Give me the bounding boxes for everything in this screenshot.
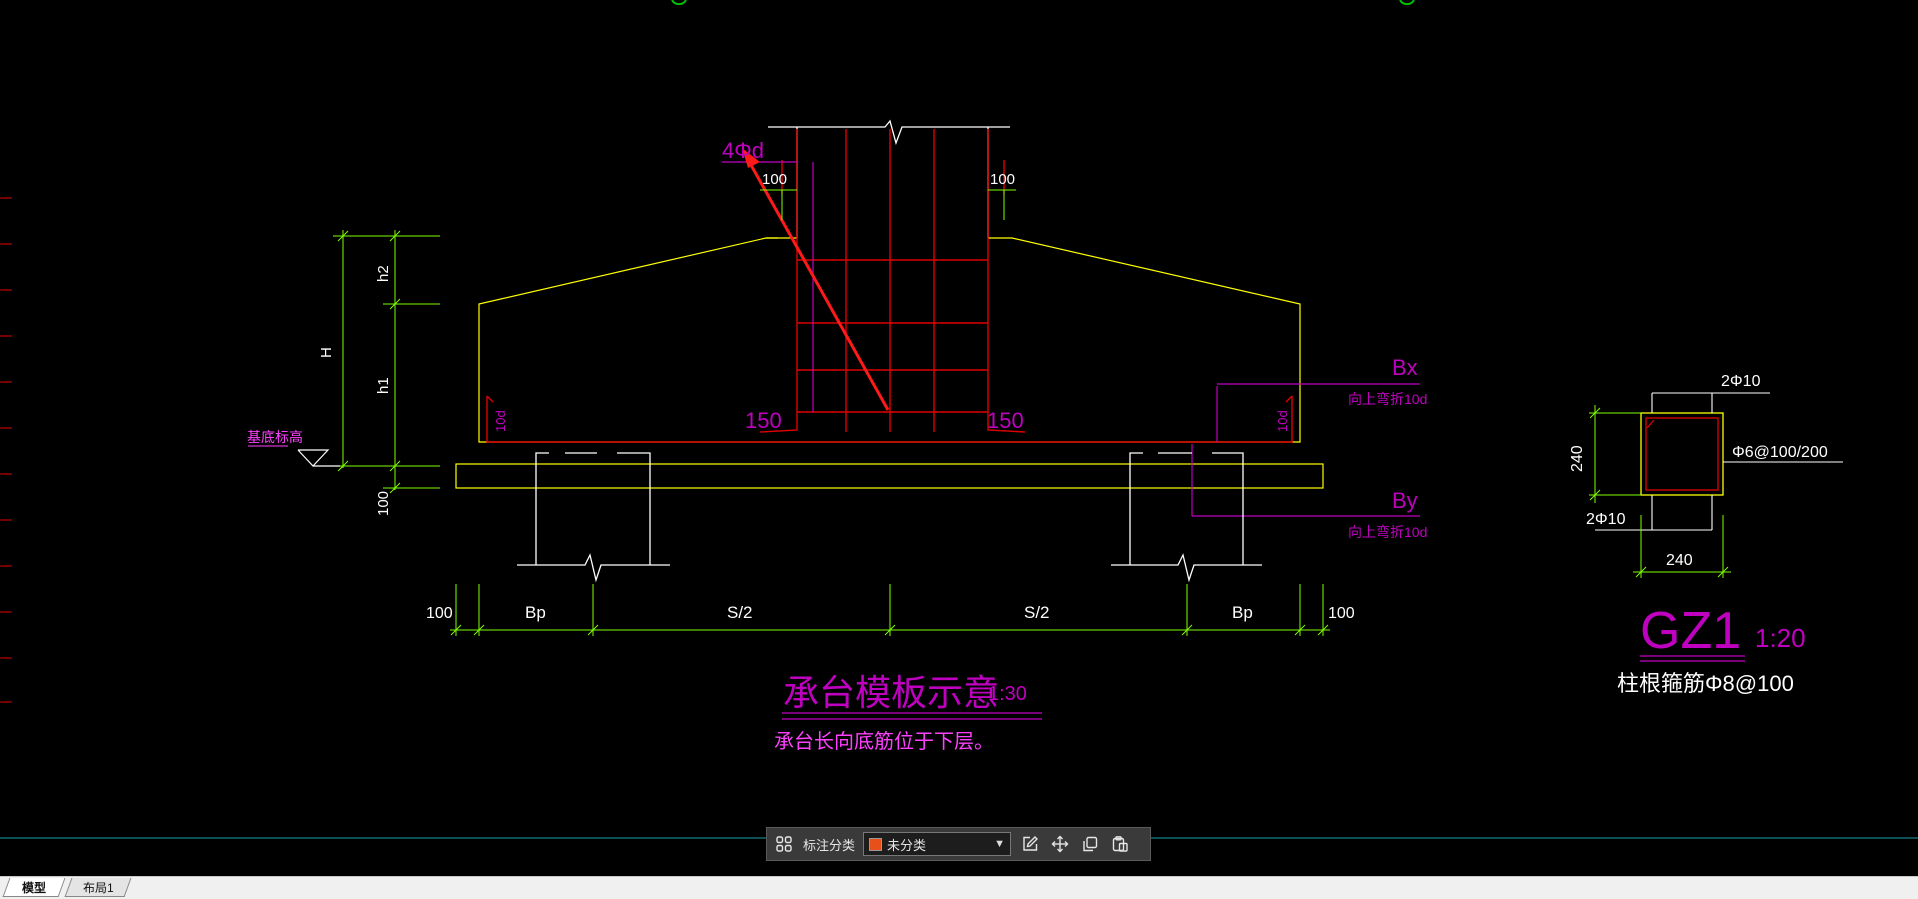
dim-bottom-5: 100 [1328,605,1355,622]
dim-10d-right: 10d [1275,410,1290,432]
dim-bottom-0: 100 [426,605,453,622]
category-label: 标注分类 [803,837,856,853]
cap-bottom-rebar [486,396,1293,443]
label-by-note: 向上弯折10d [1348,524,1427,540]
dim-150-right: 150 [987,408,1024,433]
cushion-layer [455,463,1324,489]
category-color-swatch [869,837,883,851]
category-select[interactable]: 未分类 ▼ [863,832,1012,856]
dim-100-right: 100 [990,171,1015,188]
detail-dim-width: 240 [1666,552,1693,569]
label-bx: Bx [1392,355,1418,380]
edit-icon[interactable] [1019,833,1041,855]
column-break-line [768,119,1010,146]
piles [517,452,1262,583]
detail-dim-height: 240 [1569,445,1586,472]
tab-model-label: 模型 [22,880,47,895]
red-arrow-annotation [744,155,890,411]
annotation-toolbar: 标注分类 未分类 ▼ [766,827,1151,861]
dim-100-left: 100 [762,171,787,188]
detail-stirrup: Φ6@100/200 [1732,444,1828,461]
grid-icon[interactable] [773,833,795,855]
column-rebar [759,129,1026,433]
dim-bottom-3: S/2 [1024,603,1050,622]
tab-layout1-label: 布局1 [82,880,114,895]
elevation-marker [248,445,340,467]
bottom-dims [450,584,1330,636]
dim-h1: h1 [375,377,392,394]
dim-bottom-100: 100 [375,491,392,516]
top-mark-right [1399,0,1415,6]
layout-tab-bar: 模型 布局1 [0,876,1918,899]
detail-bottom-rebar: 2Φ10 [1586,511,1626,528]
label-by: By [1392,488,1418,513]
left-ruler [0,197,12,703]
paste-icon[interactable] [1109,833,1131,855]
dim-150-left: 150 [745,408,782,433]
dim-h: H [318,347,335,358]
rebar-label: 4Φd [722,138,764,163]
category-value: 未分类 [887,837,927,853]
label-bx-note: 向上弯折10d [1348,391,1427,407]
tab-model[interactable]: 模型 [2,878,66,897]
drawing-note: 承台长向底筋位于下层。 [774,730,994,753]
cap-elevation [248,119,1420,720]
left-dims [333,230,440,494]
detail-top-rebar: 2Φ10 [1721,373,1761,390]
elevation-label: 基底标高 [247,429,303,445]
chevron-down-icon: ▼ [994,838,1006,850]
detail-note: 柱根箍筋Φ8@100 [1617,671,1794,696]
dim-bottom-4: Bp [1232,603,1253,622]
top-mark-left [671,0,687,6]
detail-title: GZ1 [1640,602,1741,660]
dim-bottom-2: S/2 [727,603,753,622]
move-icon[interactable] [1049,833,1071,855]
drawing-title: 承台模板示意 [783,672,999,713]
detail-scale: 1:20 [1755,623,1806,653]
copy-icon[interactable] [1079,833,1101,855]
dim-10d-left: 10d [493,410,508,432]
drawing-title-scale: 1:30 [988,683,1027,705]
dim-h2: h2 [375,265,392,282]
dim-bottom-1: Bp [525,603,546,622]
tab-layout1[interactable]: 布局1 [64,878,132,897]
gz1-section [1589,392,1843,662]
